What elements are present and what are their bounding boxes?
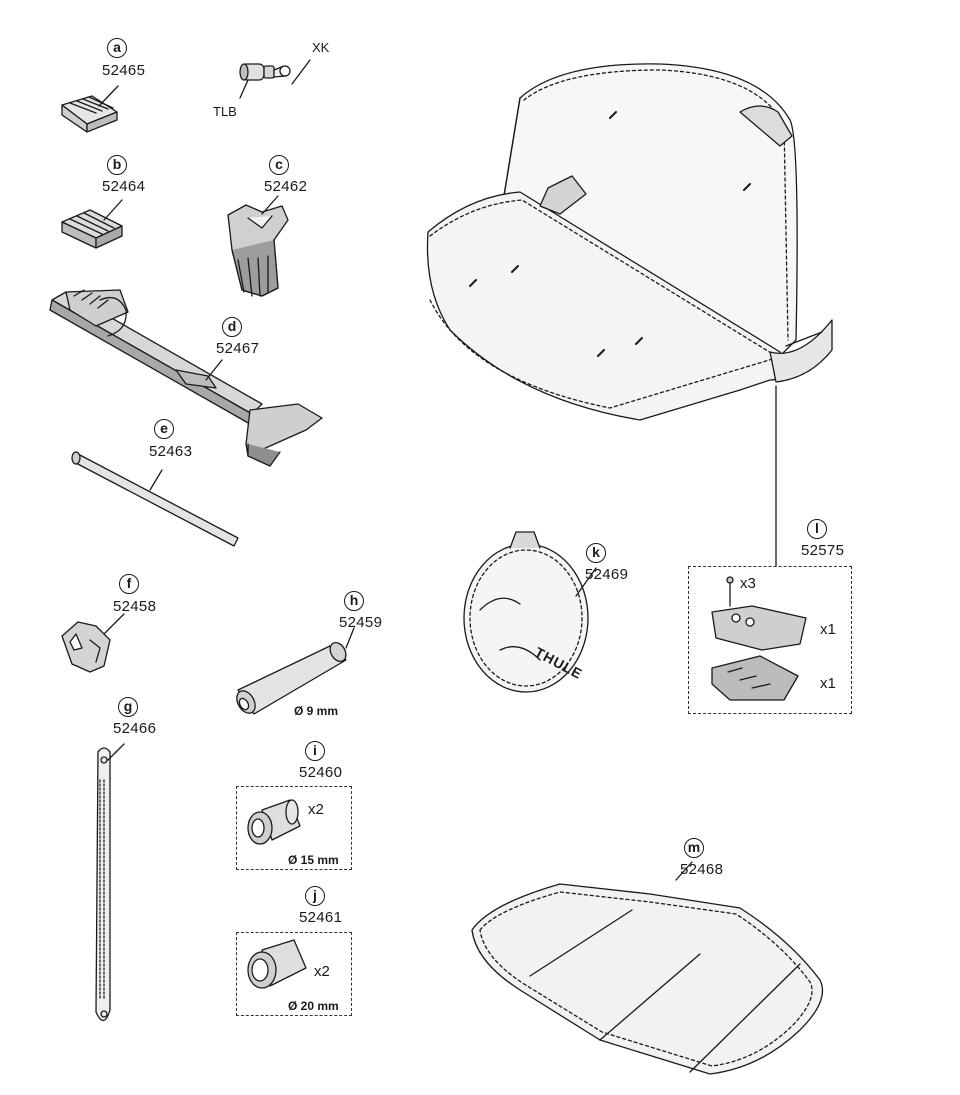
part-f-clamp-illustration bbox=[61, 613, 125, 673]
part-e-letter: e bbox=[154, 419, 174, 439]
part-i-dimension: Ø 15 mm bbox=[288, 853, 339, 867]
part-d-number: 52467 bbox=[216, 340, 260, 357]
part-l-letter: l bbox=[807, 519, 827, 539]
part-c-letter: c bbox=[269, 155, 289, 175]
part-c-number: 52462 bbox=[264, 178, 308, 195]
part-k-number: 52469 bbox=[585, 566, 629, 583]
part-h-tube-adapter-illustration bbox=[236, 627, 355, 715]
part-a-number: 52465 bbox=[102, 62, 146, 79]
part-l-quantity-base: x1 bbox=[820, 675, 836, 692]
part-l-frame bbox=[688, 566, 852, 714]
part-g-strap-illustration bbox=[95, 743, 125, 1022]
part-i-adapter-illustration bbox=[247, 799, 301, 845]
part-j-adapter-illustration bbox=[247, 939, 307, 989]
part-d-letter: d bbox=[222, 317, 242, 337]
part-h-dimension: Ø 9 mm bbox=[294, 704, 339, 718]
part-k-letter: k bbox=[586, 543, 606, 563]
part-h-number: 52459 bbox=[339, 614, 383, 631]
part-h-letter: h bbox=[344, 591, 364, 611]
part-b-rubber-pad-illustration bbox=[61, 199, 123, 249]
part-g-letter: g bbox=[118, 697, 138, 717]
part-j-quantity: x2 bbox=[314, 963, 330, 980]
part-k-wheel-bag-illustration bbox=[463, 531, 597, 693]
part-l-quantity-top: x1 bbox=[820, 621, 836, 638]
part-m-protective-mat-illustration bbox=[471, 861, 824, 1075]
part-i-frame bbox=[236, 786, 352, 870]
part-l-mount-kit-illustration bbox=[711, 576, 807, 701]
part-e-number: 52463 bbox=[149, 443, 193, 460]
part-a-strap-pad-illustration bbox=[61, 85, 119, 133]
part-i-number: 52460 bbox=[299, 764, 343, 781]
part-m-number: 52468 bbox=[680, 861, 724, 878]
part-d-wheel-tray-illustration bbox=[49, 289, 323, 467]
part-f-letter: f bbox=[119, 574, 139, 594]
part-c-wheel-holder-illustration bbox=[227, 195, 289, 297]
part-m-letter: m bbox=[684, 838, 704, 858]
part-i-quantity: x2 bbox=[308, 801, 324, 818]
part-i-letter: i bbox=[305, 741, 325, 761]
part-l-number: 52575 bbox=[801, 542, 845, 559]
bike-case-illustration bbox=[426, 63, 833, 567]
part-f-number: 52458 bbox=[113, 598, 157, 615]
part-a-letter: a bbox=[107, 38, 127, 58]
lock-cylinder-label: TLB bbox=[213, 104, 237, 119]
part-b-number: 52464 bbox=[102, 178, 146, 195]
part-j-dimension: Ø 20 mm bbox=[288, 999, 339, 1013]
lock-cylinder-and-key-illustration bbox=[239, 59, 311, 99]
part-g-number: 52466 bbox=[113, 720, 157, 737]
part-b-letter: b bbox=[107, 155, 127, 175]
part-l-quantity-screw: x3 bbox=[740, 575, 756, 592]
part-j-letter: j bbox=[305, 886, 325, 906]
lock-key-label: XK bbox=[312, 40, 330, 55]
part-j-frame bbox=[236, 932, 352, 1016]
part-j-number: 52461 bbox=[299, 909, 343, 926]
part-e-axle-rod-illustration bbox=[71, 451, 239, 547]
